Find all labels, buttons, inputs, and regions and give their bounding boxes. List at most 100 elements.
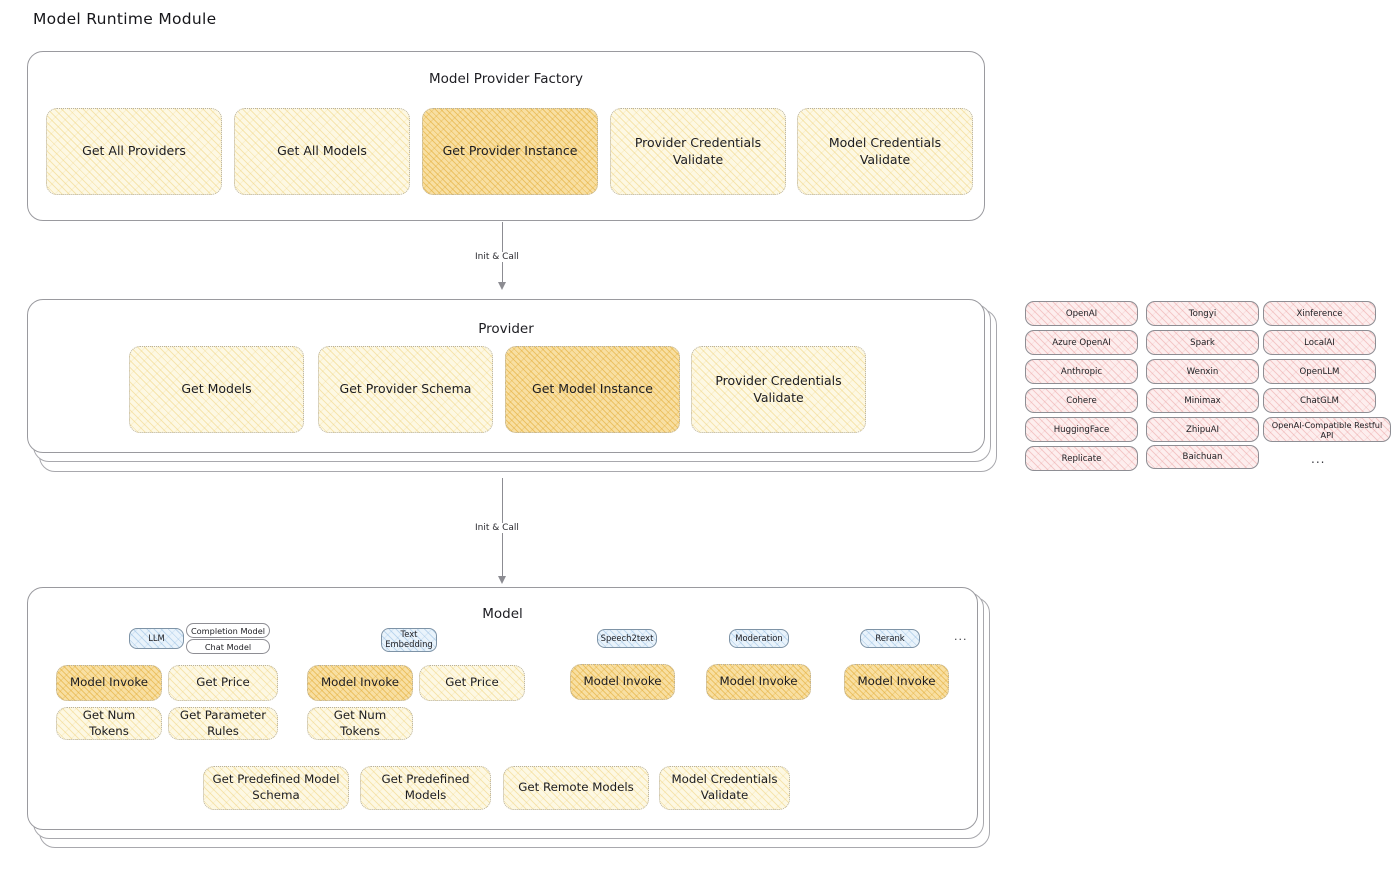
provider-chip-label: OpenAI	[1065, 308, 1098, 319]
provider-chip-openllm[interactable]: OpenLLM	[1263, 359, 1376, 384]
text-embedding-method-get-num-tokens[interactable]: Get Num Tokens	[307, 707, 413, 740]
page-title: Model Runtime Module	[33, 10, 217, 28]
provider-chip-label: LocalAI	[1304, 337, 1335, 348]
model-subtype-label: Chat Model	[204, 641, 252, 652]
method-label: Get Predefined Models	[381, 772, 470, 802]
factory-box-label: Model Credentials Validate	[828, 135, 942, 167]
provider-chip-zhipuai[interactable]: ZhipuAI	[1146, 417, 1259, 442]
model-card: Model LLM Completion Model Chat Model Mo…	[27, 587, 978, 830]
factory-box-provider-credentials-validate[interactable]: Provider Credentials Validate	[610, 108, 786, 195]
llm-method-get-price[interactable]: Get Price	[168, 665, 278, 701]
provider-chip-baichuan[interactable]: Baichuan	[1146, 445, 1259, 469]
provider-card: Provider Get Models Get Provider Schema …	[27, 299, 985, 453]
connector-arrowhead	[498, 576, 506, 584]
model-type-chip-text-embedding[interactable]: Text Embedding	[381, 628, 437, 652]
model-type-chip-rerank[interactable]: Rerank	[860, 629, 920, 648]
provider-chip-anthropic[interactable]: Anthropic	[1025, 359, 1138, 384]
provider-chip-tongyi[interactable]: Tongyi	[1146, 301, 1259, 326]
model-common-get-remote-models[interactable]: Get Remote Models	[503, 766, 649, 810]
provider-chip-label: Minimax	[1184, 395, 1221, 406]
connector-label: Init & Call	[472, 252, 522, 262]
model-type-chip-llm[interactable]: LLM	[129, 628, 184, 649]
provider-chip-minimax[interactable]: Minimax	[1146, 388, 1259, 413]
method-label: Get Price	[445, 675, 499, 690]
method-label: Model Invoke	[321, 675, 399, 690]
llm-method-model-invoke[interactable]: Model Invoke	[56, 665, 162, 701]
provider-title: Provider	[478, 321, 534, 337]
factory-box-label: Get All Providers	[82, 143, 186, 159]
model-subtype-chip-completion-model[interactable]: Completion Model	[186, 623, 270, 638]
method-label: Get Parameter Rules	[179, 707, 267, 738]
provider-box-label: Get Provider Schema	[339, 381, 472, 397]
model-title: Model	[482, 606, 523, 622]
provider-chip-spark[interactable]: Spark	[1146, 330, 1259, 355]
factory-box-get-all-models[interactable]: Get All Models	[234, 108, 410, 195]
model-type-label: Speech2text	[600, 632, 654, 643]
model-subtype-chip-chat-model[interactable]: Chat Model	[186, 639, 270, 654]
provider-chip-label: Xinference	[1296, 308, 1343, 319]
provider-chip-label: OpenAI-Compatible Restful API	[1271, 419, 1383, 440]
provider-chip-cohere[interactable]: Cohere	[1025, 388, 1138, 413]
text-embedding-method-get-price[interactable]: Get Price	[419, 665, 525, 701]
factory-box-label: Provider Credentials Validate	[634, 135, 762, 167]
provider-box-provider-credentials-validate[interactable]: Provider Credentials Validate	[691, 346, 866, 433]
method-label: Model Invoke	[719, 674, 798, 689]
factory-box-model-credentials-validate[interactable]: Model Credentials Validate	[797, 108, 973, 195]
llm-method-get-num-tokens[interactable]: Get Num Tokens	[56, 707, 162, 740]
provider-box-get-model-instance[interactable]: Get Model Instance	[505, 346, 680, 433]
model-type-label: Rerank	[875, 632, 905, 643]
provider-box-label: Provider Credentials Validate	[715, 373, 842, 405]
provider-chip-wenxin[interactable]: Wenxin	[1146, 359, 1259, 384]
rerank-method-model-invoke[interactable]: Model Invoke	[844, 664, 949, 700]
factory-box-label: Get Provider Instance	[442, 143, 578, 159]
provider-box-get-models[interactable]: Get Models	[129, 346, 304, 433]
provider-chip-openai[interactable]: OpenAI	[1025, 301, 1138, 326]
provider-chip-openai-compatible-restful-api[interactable]: OpenAI-Compatible Restful API	[1263, 417, 1391, 442]
text-embedding-method-model-invoke[interactable]: Model Invoke	[307, 665, 413, 701]
method-label: Get Predefined Model Schema	[212, 772, 340, 802]
speech2text-method-model-invoke[interactable]: Model Invoke	[570, 664, 675, 700]
provider-chip-label: Azure OpenAI	[1052, 337, 1111, 348]
method-label: Get Num Tokens	[82, 707, 136, 738]
method-label: Get Num Tokens	[333, 707, 387, 738]
method-label: Model Invoke	[857, 674, 936, 689]
provider-box-label: Get Model Instance	[532, 381, 653, 397]
model-subtype-label: Completion Model	[190, 625, 266, 636]
connector-arrowhead	[498, 282, 506, 290]
model-provider-factory-card: Model Provider Factory Get All Providers…	[27, 51, 985, 221]
model-type-chip-moderation[interactable]: Moderation	[729, 629, 789, 648]
model-type-chip-speech2text[interactable]: Speech2text	[597, 629, 657, 648]
provider-chip-label: Anthropic	[1060, 366, 1103, 377]
provider-box-get-provider-schema[interactable]: Get Provider Schema	[318, 346, 493, 433]
model-type-label: Text Embedding	[385, 629, 433, 649]
factory-box-get-provider-instance[interactable]: Get Provider Instance	[422, 108, 598, 195]
provider-chip-chatglm[interactable]: ChatGLM	[1263, 388, 1376, 413]
factory-box-label: Get All Models	[277, 143, 367, 159]
provider-chip-localai[interactable]: LocalAI	[1263, 330, 1376, 355]
model-types-ellipsis: ...	[954, 630, 968, 643]
provider-chip-azure-openai[interactable]: Azure OpenAI	[1025, 330, 1138, 355]
moderation-method-model-invoke[interactable]: Model Invoke	[706, 664, 811, 700]
method-label: Model Invoke	[583, 674, 662, 689]
provider-chip-label: HuggingFace	[1053, 424, 1110, 435]
model-type-label: LLM	[148, 632, 165, 643]
provider-box-label: Get Models	[181, 381, 252, 397]
connector-label: Init & Call	[472, 523, 522, 533]
provider-chip-label: ChatGLM	[1300, 395, 1339, 406]
provider-chip-label: Tongyi	[1188, 308, 1217, 319]
provider-chip-huggingface[interactable]: HuggingFace	[1025, 417, 1138, 442]
model-common-get-predefined-models[interactable]: Get Predefined Models	[360, 766, 491, 810]
provider-chip-label: Cohere	[1066, 395, 1097, 406]
provider-list-ellipsis: ...	[1311, 452, 1326, 466]
provider-chip-replicate[interactable]: Replicate	[1025, 446, 1138, 471]
model-common-get-predefined-model-schema[interactable]: Get Predefined Model Schema	[203, 766, 349, 810]
method-label: Model Invoke	[70, 675, 148, 690]
llm-method-get-parameter-rules[interactable]: Get Parameter Rules	[168, 707, 278, 740]
model-type-label: Moderation	[735, 632, 783, 643]
provider-chip-label: OpenLLM	[1299, 366, 1340, 377]
method-label: Get Remote Models	[518, 780, 634, 795]
model-common-model-credentials-validate[interactable]: Model Credentials Validate	[659, 766, 790, 810]
provider-chip-xinference[interactable]: Xinference	[1263, 301, 1376, 326]
factory-box-get-all-providers[interactable]: Get All Providers	[46, 108, 222, 195]
provider-chip-label: ZhipuAI	[1185, 424, 1220, 435]
